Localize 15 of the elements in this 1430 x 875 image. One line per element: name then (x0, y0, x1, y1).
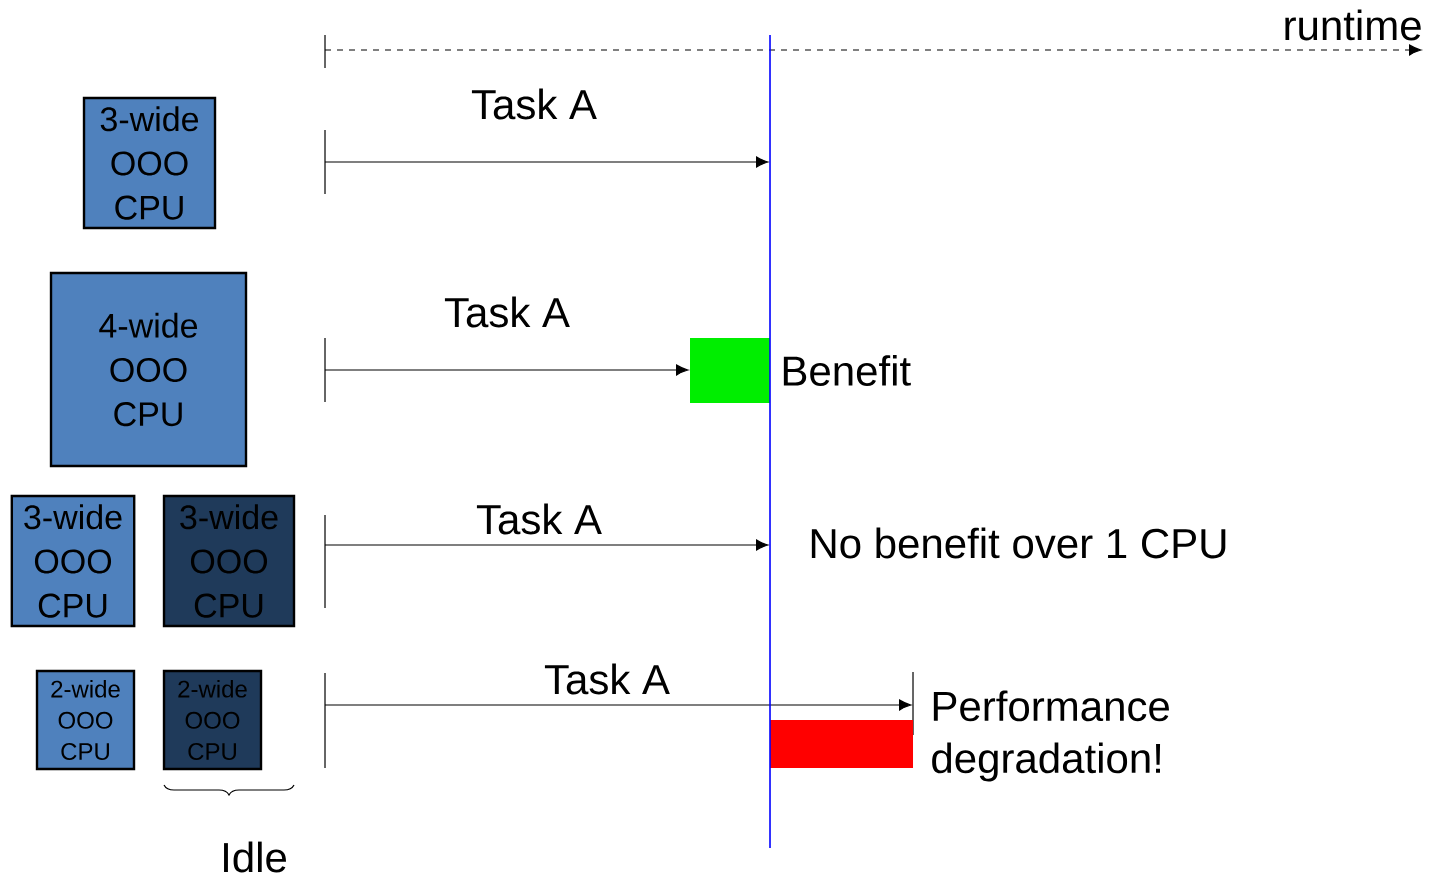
task-label: Task A (444, 296, 570, 328)
task-label: Task A (544, 663, 670, 695)
cpu-box: 3-wide OOO CPU (82, 96, 217, 230)
cpu-box: 2-wide OOO CPU (35, 669, 136, 771)
idle-cpu-box: 3-wide OOO CPU (162, 494, 296, 628)
idle-cpu-box: 2-wide OOO CPU (162, 669, 263, 771)
task-label: Task A (471, 88, 597, 120)
axis-label: runtime (1285, 9, 1421, 41)
task-label: Task A (476, 503, 602, 535)
bar-caption: Performance degradation! (932, 690, 1169, 782)
cpu-box: 3-wide OOO CPU (10, 494, 136, 628)
idle-label: Idle (224, 841, 286, 873)
note-text: No benefit over 1 CPU (811, 527, 1226, 559)
bar-caption: Benefit (783, 355, 911, 386)
cpu-box: 4-wide OOO CPU (49, 271, 248, 468)
